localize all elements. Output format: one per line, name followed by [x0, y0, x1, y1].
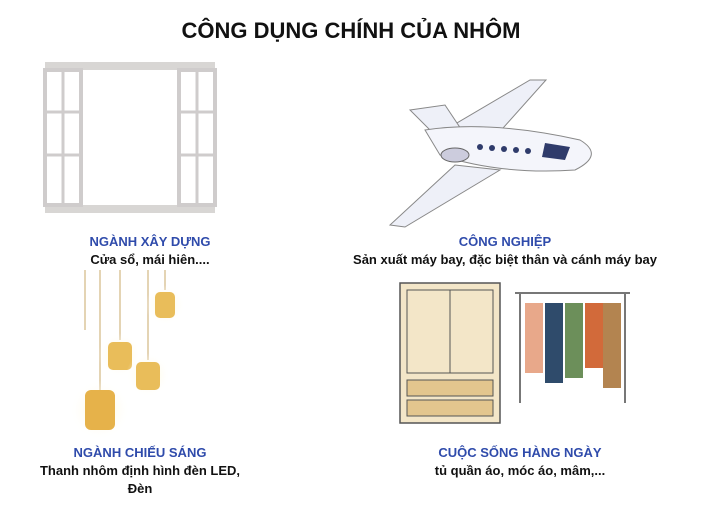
- wardrobe-illustration: [399, 282, 630, 424]
- page-title: CÔNG DỤNG CHÍNH CỦA NHÔM: [181, 18, 521, 43]
- airplane-illustration: [388, 79, 592, 228]
- section-lighting: NGÀNH CHIẾU SÁNG Thanh nhôm định hình đè…: [10, 444, 270, 498]
- section-heading: CÔNG NGHIỆP: [458, 234, 552, 249]
- section-heading: NGÀNH XÂY DỰNG: [89, 234, 211, 249]
- section-industry: CÔNG NGHIỆP Sản xuất máy bay, đặc biệt t…: [310, 233, 700, 269]
- section-description-line2: Đèn: [127, 481, 153, 496]
- section-heading: NGÀNH CHIẾU SÁNG: [73, 445, 207, 460]
- section-description: Cửa sổ, mái hiên....: [90, 252, 210, 267]
- window-illustration: [43, 62, 217, 213]
- section-description: Sản xuất máy bay, đặc biệt thân và cánh …: [353, 252, 657, 267]
- section-description: Thanh nhôm định hình đèn LED,: [39, 463, 241, 478]
- lanterns-illustration: [70, 270, 185, 440]
- section-heading: CUỘC SỐNG HÀNG NGÀY: [438, 445, 602, 460]
- section-daily-life: CUỘC SỐNG HÀNG NGÀY tủ quần áo, móc áo, …: [400, 444, 640, 480]
- section-description: tủ quần áo, móc áo, mâm,...: [434, 463, 606, 478]
- section-construction: NGÀNH XÂY DỰNG Cửa sổ, mái hiên....: [40, 233, 260, 269]
